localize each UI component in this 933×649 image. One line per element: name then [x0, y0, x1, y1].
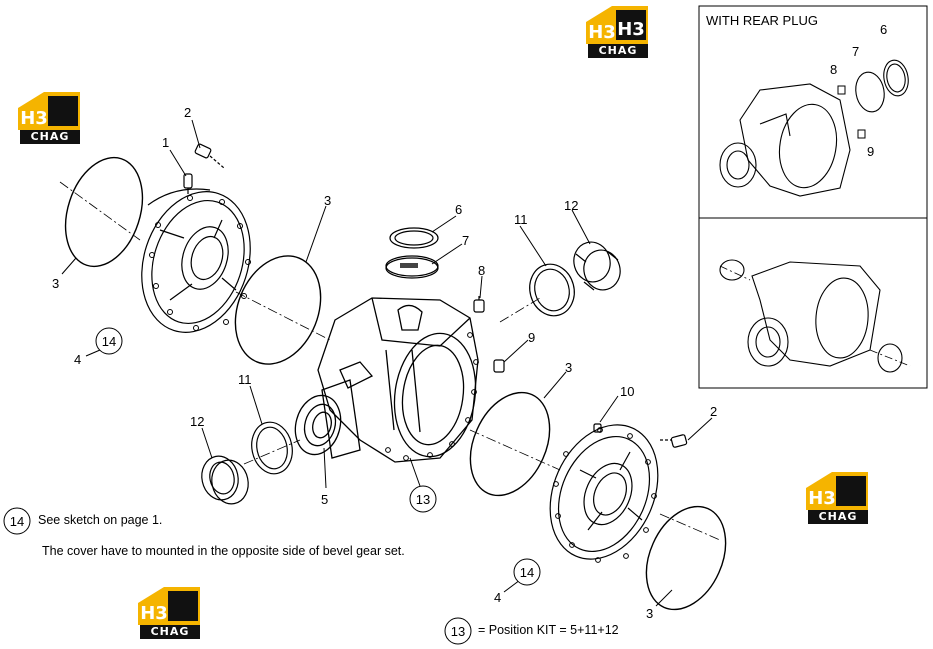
callout-labels: 1 2 3 3 4 6 7 8 11 12 9 11 12 5 3 10 2 4…: [52, 105, 717, 621]
svg-text:H3: H3: [588, 22, 616, 43]
left-o-ring-3: [64, 156, 144, 268]
callout-14-right: 14: [520, 565, 534, 580]
callout-13-note: 13: [451, 624, 465, 639]
left-cover-4: [141, 188, 251, 333]
inset-callout-7: 7: [852, 44, 859, 59]
shim-ring-11-lower: [251, 421, 293, 475]
callout-4-right: 4: [494, 590, 501, 605]
tube-seal-5: [294, 394, 342, 456]
brand-logo: H3 CHAG: [806, 470, 872, 528]
cover-plate-7: [385, 255, 439, 279]
callout-3-right-lower: 3: [646, 606, 653, 621]
right-cover-bolt-holes: [553, 427, 657, 563]
plug-8: [473, 296, 485, 313]
left-cover-bolt-holes: [149, 195, 251, 331]
right-cover-4: [549, 424, 659, 560]
center-lines: [59, 181, 721, 541]
bushing-12-upper: [573, 241, 621, 291]
house-logo-icon: H3: [18, 92, 80, 130]
logo-brand-text: CHAG: [588, 44, 648, 58]
callout-12-upper: 12: [564, 198, 578, 213]
callout-13-housing: 13: [416, 492, 430, 507]
cover-mounting-note: The cover have to mounted in the opposit…: [42, 544, 405, 558]
breather-1: [183, 173, 193, 194]
svg-text:H3: H3: [140, 603, 168, 624]
center-o-ring-3: [234, 255, 322, 365]
callout-10: 10: [620, 384, 634, 399]
right-o-ring-3-lower: [645, 505, 727, 611]
sketch-note: See sketch on page 1.: [38, 513, 163, 527]
plug-2-left: [194, 143, 225, 169]
circled-callouts: 14 13 14 14 13: [3, 327, 541, 645]
brand-logo: H3 CHAG: [18, 90, 84, 148]
shim-ring-11-upper: [529, 263, 575, 317]
logo-brand-text: CHAG: [808, 510, 868, 524]
brand-logo: H3 H3 CHAG: [586, 4, 652, 62]
plug-10: [593, 423, 602, 433]
inset-rear-plug-housing: [719, 83, 851, 197]
inset-plugs-8-9: [837, 85, 866, 139]
inset-frame: [698, 5, 928, 389]
inset-callout-6: 6: [880, 22, 887, 37]
axle-housing-13: [317, 297, 479, 463]
inset-rings-6-7: [855, 59, 909, 113]
snap-ring-6: [389, 227, 439, 249]
house-logo-icon: H3: [138, 587, 200, 625]
callout-5: 5: [321, 492, 328, 507]
svg-text:H3: H3: [808, 488, 836, 509]
plug-9: [493, 359, 505, 373]
position-kit-note: = Position KIT = 5+11+12: [478, 623, 619, 637]
svg-text:H3: H3: [617, 19, 645, 40]
callout-2-right: 2: [710, 404, 717, 419]
callout-2-left: 2: [184, 105, 191, 120]
callout-1: 1: [162, 135, 169, 150]
callout-3-center: 3: [324, 193, 331, 208]
inset-callout-9: 9: [867, 144, 874, 159]
callout-3-right-upper: 3: [565, 360, 572, 375]
callout-14-left: 14: [102, 334, 116, 349]
right-o-ring-3-upper: [469, 391, 551, 497]
logo-brand-text: CHAG: [20, 130, 80, 144]
callout-9: 9: [528, 330, 535, 345]
bushing-12-lower: [201, 455, 249, 505]
svg-text:H3: H3: [20, 108, 48, 129]
housing-bolt-holes: [385, 332, 479, 461]
callout-11-lower: 11: [238, 372, 252, 387]
callout-8: 8: [478, 263, 485, 278]
inset-lower-housing-sketch: [719, 259, 911, 373]
callout-3-left: 3: [52, 276, 59, 291]
plug-2-right: [660, 434, 688, 448]
brand-logo: H3 CHAG: [138, 585, 204, 643]
callout-4-left: 4: [74, 352, 81, 367]
callout-14-note: 14: [10, 514, 24, 529]
house-logo-icon: H3: [806, 472, 868, 510]
callout-12-lower: 12: [190, 414, 204, 429]
inset-title: WITH REAR PLUG: [706, 13, 818, 28]
callout-6: 6: [455, 202, 462, 217]
inset-callout-8: 8: [830, 62, 837, 77]
leader-lines: [61, 119, 713, 607]
house-logo-icon: H3 H3: [586, 6, 648, 44]
logo-brand-text: CHAG: [140, 625, 200, 639]
callout-11-upper: 11: [514, 212, 528, 227]
callout-7: 7: [462, 233, 469, 248]
inset-callout-labels: 6 7 8 9: [830, 22, 887, 159]
